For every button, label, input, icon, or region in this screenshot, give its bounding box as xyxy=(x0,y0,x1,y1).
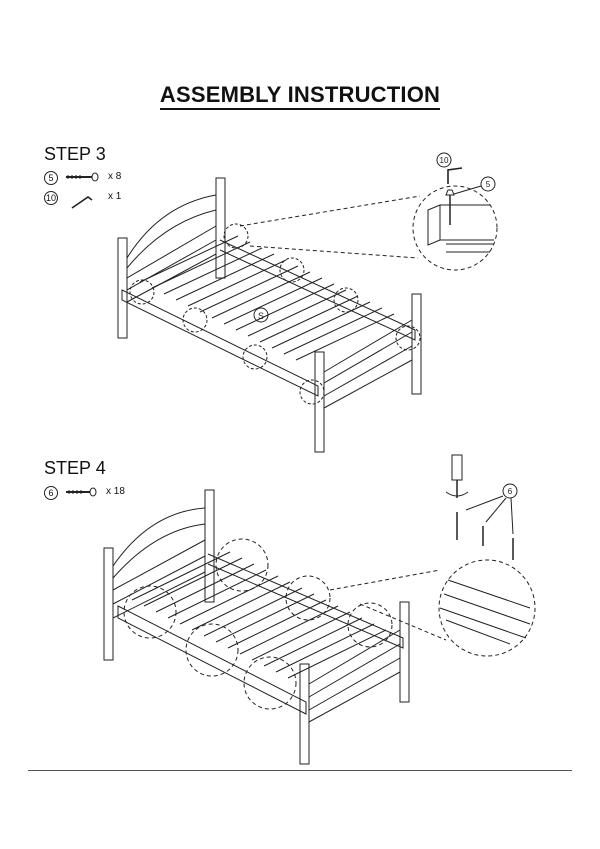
bed-frame-step-4 xyxy=(103,489,447,765)
key-tag: 10 xyxy=(440,156,449,165)
screw-icon xyxy=(66,487,97,497)
part-qty: x 18 xyxy=(106,486,125,497)
footer-divider xyxy=(28,770,572,771)
bolt-detail-step-3 xyxy=(412,152,498,271)
part-id-badge: 10 xyxy=(44,191,58,205)
screw-detail-step-4 xyxy=(438,454,536,657)
part-id-badge: 5 xyxy=(44,171,58,185)
slat-tag: S xyxy=(258,311,264,321)
page-title: ASSEMBLY INSTRUCTION xyxy=(0,82,600,110)
part-id-badge: 6 xyxy=(44,486,58,500)
bed-frame-step-3 xyxy=(117,177,422,453)
allen-key-icon xyxy=(71,196,93,209)
bolt-icon xyxy=(66,172,99,182)
bolt-tag: 5 xyxy=(486,180,491,189)
part-qty: x 8 xyxy=(108,171,122,182)
part-qty: x 1 xyxy=(108,191,122,202)
step-4-heading: STEP 4 xyxy=(44,458,106,478)
screw-tag: 6 xyxy=(508,487,513,496)
step-3-heading: STEP 3 xyxy=(44,144,106,164)
